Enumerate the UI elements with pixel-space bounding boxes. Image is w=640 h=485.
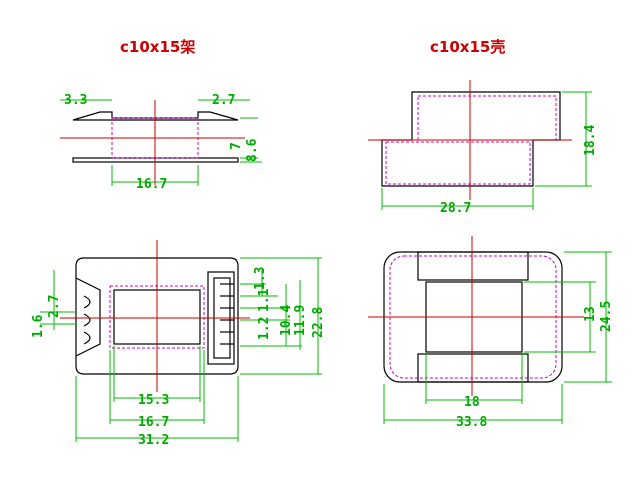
dim-28-7: 28.7 [440,201,471,216]
dim-10-4: 10.4 [279,305,294,336]
dim-31-2: 31.2 [138,433,169,448]
dim-7: 7 [229,142,244,150]
dim-15-3: 15.3 [138,393,169,408]
dim-24-5: 24.5 [599,301,614,332]
frame-side-view: 16.7 3.3 2.7 7 8.6 [60,93,262,192]
frame-left-pins [75,277,101,357]
dim-22-8: 22.8 [311,307,326,338]
dim-8-6: 8.6 [245,138,260,162]
frame-outline [75,257,239,375]
dim-1-6: 1.6 [31,314,46,338]
frame-title: c10x15架 [120,38,196,56]
dim-11-9: 11.9 [293,305,308,336]
dim-18-4: 18.4 [583,125,598,156]
dim-33-8: 33.8 [456,415,487,430]
dim-1-3-pin: 1.3 [253,267,268,290]
shell-side-view: 28.7 18.4 [368,80,598,216]
shell-top-tab [417,251,529,281]
shell-outline [381,91,561,187]
dim-1-1: 1.1 [257,288,272,312]
dim-13: 13 [583,306,598,322]
shell-upper-hidden [417,95,557,141]
shell-bottom-tab [417,353,529,383]
shell-top-view: 18 33.8 13 24.5 [368,236,614,430]
shell-lower-hidden [385,141,531,185]
dim-1-2: 1.2 [257,317,272,340]
dim-2-7-left: 2.7 [47,295,62,318]
frame-top-view: 15.3 16.7 31.2 1.6 2.7 1.3 1.1 [31,240,326,448]
dim-18: 18 [464,395,480,410]
shell-title: c10x15壳 [430,38,506,56]
dim-16-7-bottom: 16.7 [138,415,169,430]
dim-16-7-top: 16.7 [136,177,167,192]
